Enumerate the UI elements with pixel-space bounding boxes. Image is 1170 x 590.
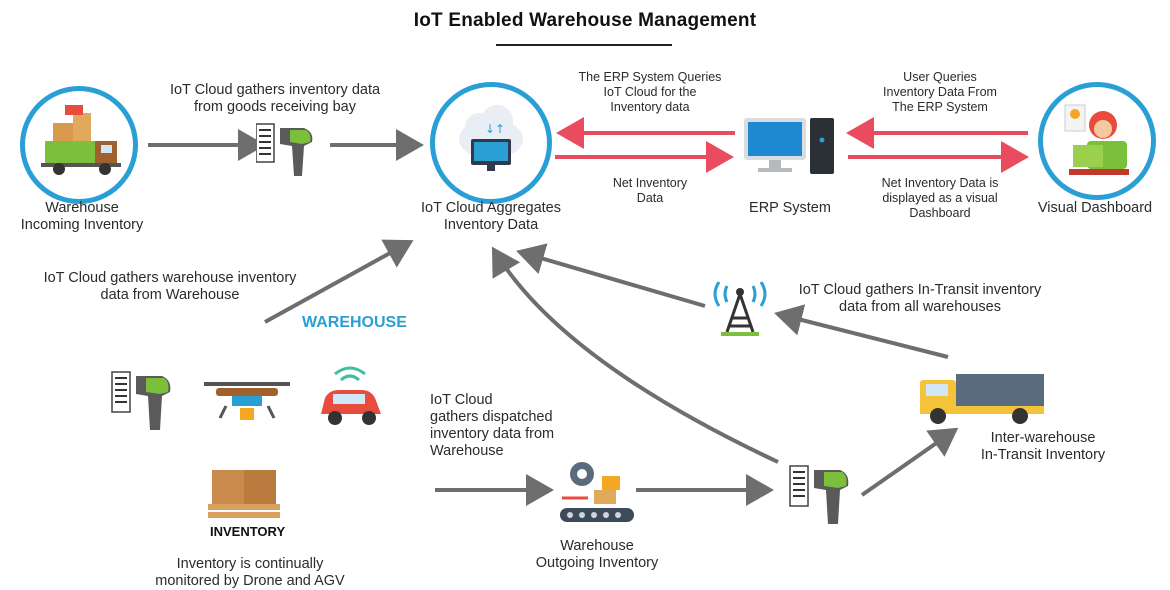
delivery-truck-icon	[920, 374, 1044, 424]
arrow-truck-to-tower	[774, 304, 949, 359]
monitoring-annotation: Inventory is continually monitored by Dr…	[155, 556, 345, 589]
conveyor-gear-icon	[560, 462, 634, 522]
warehouse-incoming-label: Warehouse Incoming Inventory	[20, 200, 144, 233]
outgoing-label: Warehouse Outgoing Inventory	[535, 538, 659, 571]
dispatch-annotation: IoT Cloud gathers dispatched inventory d…	[430, 392, 555, 459]
dashboard-display-annotation: Net Inventory Data is displayed as a vis…	[881, 176, 999, 220]
truck-icon	[41, 105, 121, 175]
cloud-computer-icon: ↓↑	[459, 105, 523, 171]
boxes-pallet-icon	[208, 470, 280, 518]
dashboard-circle	[1038, 82, 1156, 200]
radio-tower-icon	[713, 281, 767, 336]
intransit-gather-annotation: IoT Cloud gathers In-Transit inventory d…	[798, 282, 1042, 315]
svg-text:↓↑: ↓↑	[485, 122, 505, 136]
arrow-scanner-to-truck	[860, 427, 959, 497]
barcode-scanner-icon	[789, 465, 849, 524]
warehouse-section-label: WAREHOUSE	[302, 314, 407, 331]
arrow-warehouse-to-cloud	[264, 239, 414, 324]
arrow-tower-to-cloud	[516, 243, 706, 308]
dashboard-user-icon	[1064, 104, 1129, 175]
receiving-annotation: IoT Cloud gathers inventory data from go…	[169, 82, 381, 115]
drone-icon	[204, 382, 290, 420]
erp-label: ERP System	[749, 200, 831, 216]
warehouse-incoming-circle	[20, 86, 138, 204]
intransit-label: Inter-warehouse In-Transit Inventory	[980, 430, 1106, 463]
cloud-circle: ↓↑	[430, 82, 552, 204]
car-wifi-icon	[321, 366, 381, 425]
cloud-label: IoT Cloud Aggregates Inventory Data	[421, 200, 561, 233]
barcode-scanner-icon	[111, 371, 171, 430]
user-query-annotation: User Queries Inventory Data From The ERP…	[883, 70, 997, 114]
net-inventory-annotation: Net Inventory Data	[612, 176, 688, 205]
erp-query-annotation: The ERP System Queries IoT Cloud for the…	[578, 70, 722, 114]
barcode-scanner-icon	[256, 123, 313, 176]
arrow-outgoing-scanner-to-cloud	[491, 246, 779, 464]
diagram-title: IoT Enabled Warehouse Management	[413, 10, 757, 31]
desktop-computer-icon	[744, 118, 834, 174]
dashboard-label: Visual Dashboard	[1037, 200, 1153, 216]
title-underline	[496, 44, 672, 46]
warehouse-gather-annotation: IoT Cloud gathers warehouse inventory da…	[43, 270, 297, 303]
inventory-label: INVENTORY	[210, 524, 286, 539]
